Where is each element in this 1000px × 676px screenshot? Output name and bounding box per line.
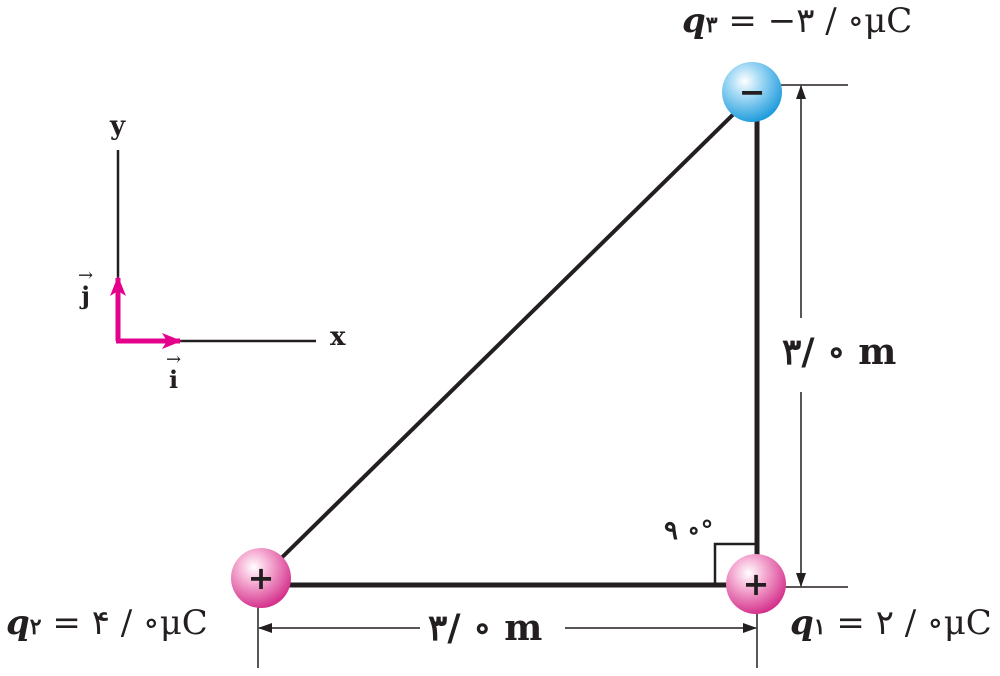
charge-q3: − (722, 62, 782, 122)
q3-value: = −۳ / ∘μC (717, 1, 913, 41)
i-label-text: i (168, 365, 179, 395)
vector-arrow-icon: → (166, 349, 182, 370)
q2-subscript: ۲ (29, 614, 42, 640)
q3-label: q۳ = −۳ / ∘μC (682, 4, 912, 38)
positive-charge-sphere (231, 548, 291, 608)
minus-sign-icon: − (739, 73, 766, 111)
vertical-dimension (775, 84, 848, 588)
q2-symbol: q (6, 603, 30, 643)
right-angle-marker (713, 542, 757, 585)
j-label-text: j (81, 281, 90, 311)
vertical-distance-label: ۳/ ∘ m (778, 334, 901, 370)
q2-value: = ۴ / ∘μC (41, 603, 208, 643)
positive-charge-sphere (726, 554, 786, 614)
plus-sign-icon: + (248, 559, 275, 597)
negative-charge-sphere (722, 62, 782, 122)
q1-subscript: ۱ (813, 614, 826, 640)
q1-label: q۱ = ۲ / ∘μC (790, 606, 992, 640)
q3-symbol: q (682, 1, 706, 41)
horizontal-dimension (257, 605, 758, 668)
horizontal-distance-label: ۳/ ∘ m (424, 610, 547, 646)
charge-q2: + (231, 548, 291, 608)
q1-symbol: q (790, 603, 814, 643)
j-unit-vector-label: → j (78, 265, 94, 311)
right-angle-label: ۹ ∘° (664, 516, 714, 546)
charge-q1: + (726, 554, 786, 614)
coordinate-axes (110, 150, 316, 349)
i-unit-vector-label: → i (166, 349, 182, 395)
vector-arrow-icon: → (78, 265, 94, 286)
y-axis-label: y (110, 111, 126, 141)
plus-sign-icon: + (743, 565, 770, 603)
q3-subscript: ۳ (705, 12, 718, 38)
q2-label: q۲ = ۴ / ∘μC (6, 606, 208, 640)
hypotenuse (258, 91, 757, 581)
triangle (258, 91, 760, 588)
x-axis-label: x (330, 322, 346, 352)
q1-value: = ۲ / ∘μC (825, 603, 992, 643)
